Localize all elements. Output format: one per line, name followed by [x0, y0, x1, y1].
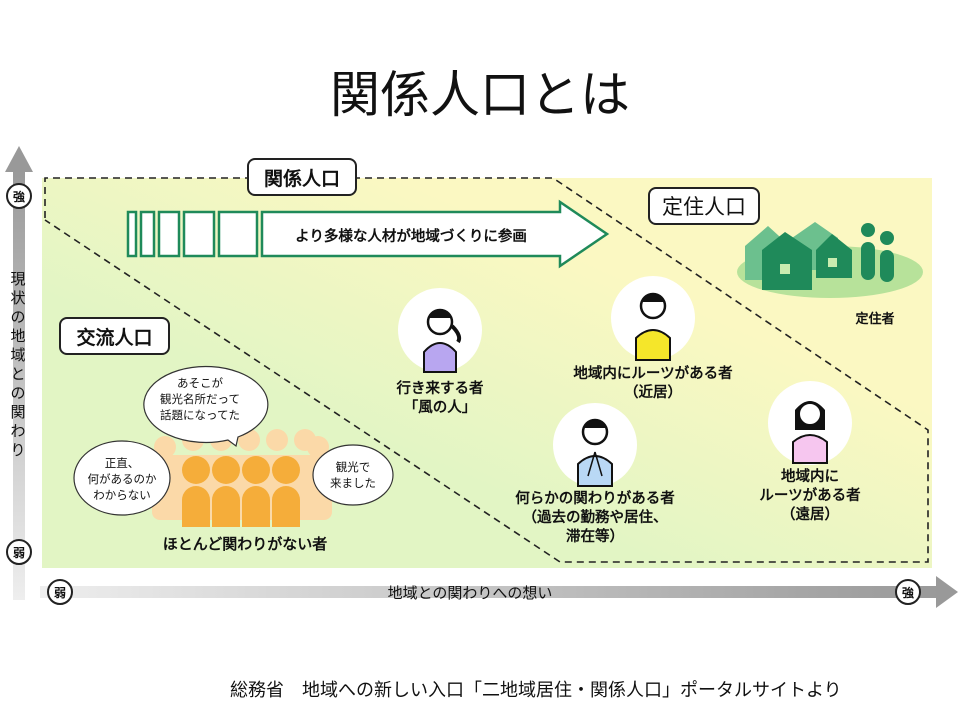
person-label-wind: 行き来する者「風の人」	[396, 381, 484, 416]
speech-bubble-top	[143, 365, 269, 448]
x-axis-label: 地域との関わりへの想い	[387, 584, 553, 602]
speech-bubble-left	[73, 440, 171, 516]
source-footer: 総務省 地域への新しい入口「二地域居住・関係人口」ポータルサイトより	[230, 680, 842, 701]
arrow-text: より多様な人材が地域づくりに参画	[295, 229, 527, 245]
bubble-top-text: あそこが観光名所だって話題になってた	[160, 376, 240, 422]
x-axis-weak-marker: 弱	[47, 579, 73, 605]
person-related-icon	[553, 403, 637, 487]
person-near-icon	[611, 276, 695, 361]
bubble-right-text: 観光で来ました	[330, 460, 376, 490]
kankei-boundary	[44, 177, 929, 563]
person-wind-icon	[398, 288, 482, 373]
y-axis-weak-marker: 弱	[6, 539, 32, 565]
settler-label: 定住者	[855, 312, 895, 327]
bubble-left-text: 正直、何があるのかわからない	[87, 456, 157, 502]
person-label-far: 地域内にルーツがある者（遠居）	[759, 469, 861, 523]
region-label-teiju: 定住人口	[648, 187, 760, 225]
page-title: 関係人口とは	[330, 66, 630, 124]
participation-arrow	[126, 199, 610, 269]
y-axis-arrow	[5, 146, 33, 600]
x-axis-arrow	[40, 576, 958, 608]
person-far-icon	[768, 381, 852, 465]
person-label-related: 何らかの関わりがある者（過去の勤務や居住、滞在等）	[515, 491, 675, 545]
region-label-koryu: 交流人口	[59, 317, 170, 355]
crowd-label: ほとんど関わりがない者	[162, 535, 328, 553]
y-axis-label: 現状の地域との関わり	[10, 270, 26, 459]
speech-bubble-right	[312, 444, 394, 506]
region-label-kankei: 関係人口	[247, 158, 357, 196]
crowd-icon	[152, 429, 332, 527]
x-axis-strong-marker: 強	[895, 579, 921, 605]
y-axis-strong-marker: 強	[6, 183, 32, 209]
houses-icon	[737, 222, 923, 298]
person-label-near: 地域内にルーツがある者（近居）	[573, 366, 733, 401]
